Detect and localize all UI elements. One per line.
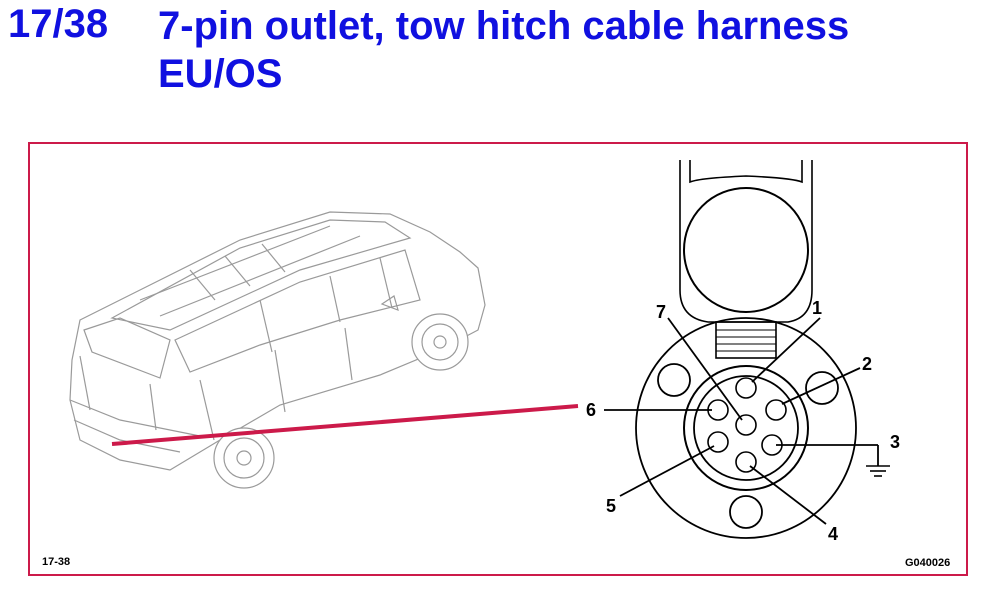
ground-symbol-icon	[866, 465, 890, 477]
pin-1	[735, 377, 757, 399]
pin-label-7: 7	[656, 302, 666, 322]
pin-label-1: 1	[812, 298, 822, 318]
pin-label-4: 4	[828, 524, 838, 544]
pin-7	[735, 414, 757, 436]
socket-pins	[707, 377, 787, 473]
pin-label-6: 6	[586, 400, 596, 420]
car-illustration	[69, 211, 486, 489]
page-title-line-2: EU/OS	[158, 52, 283, 96]
socket-body	[635, 317, 857, 539]
diagram-frame	[28, 142, 968, 576]
tow-bar-indicator-line	[111, 404, 579, 446]
page-title-line-1: 7-pin outlet, tow hitch cable harness	[158, 4, 850, 48]
pin-5	[707, 431, 729, 453]
figure-code-left: 17-38	[42, 556, 71, 568]
section-number: 17/38	[8, 2, 109, 46]
pin-2	[765, 399, 787, 421]
pin-label-3: 3	[890, 432, 900, 452]
pin-leader-lines	[604, 317, 879, 525]
figure-code-right: G040026	[905, 557, 951, 569]
page-title: 7-pin outlet, tow hitch cable harness EU…	[158, 2, 988, 98]
pin-label-5: 5	[606, 496, 616, 516]
socket-cover	[679, 160, 813, 359]
pin-label-2: 2	[862, 354, 872, 374]
